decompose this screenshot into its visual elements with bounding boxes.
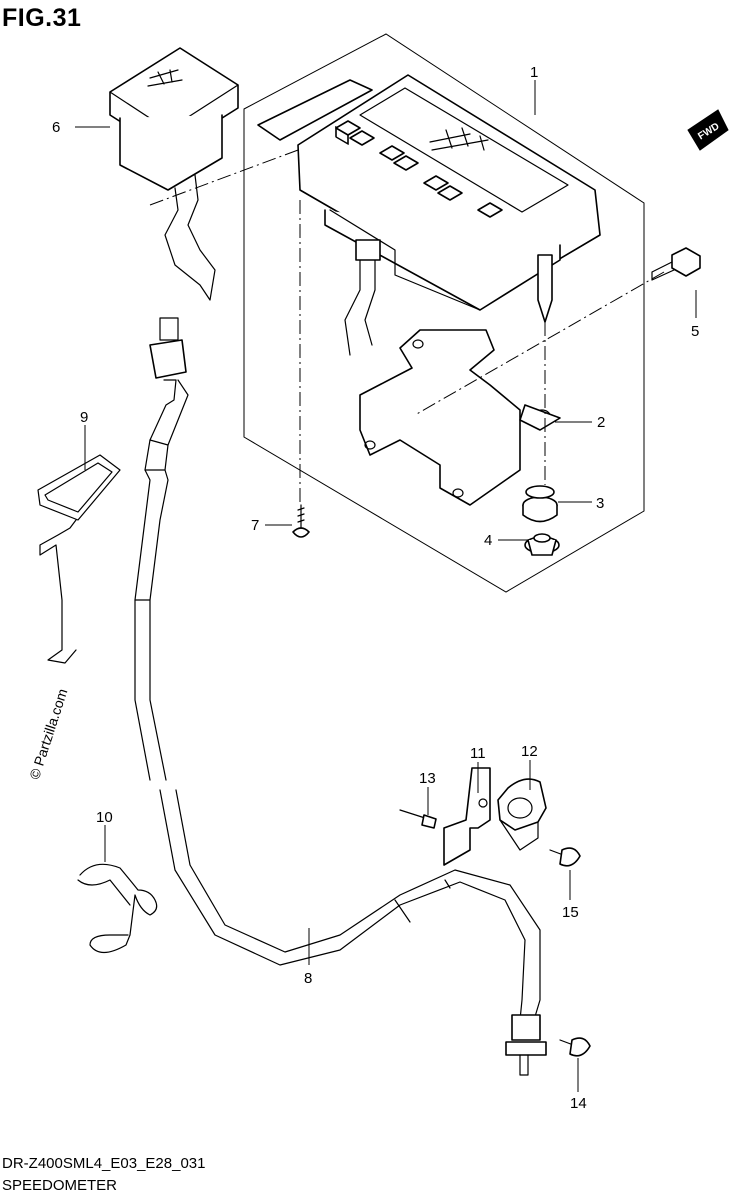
part-12-clamp: [497, 778, 547, 851]
part-1-meter: [257, 74, 601, 356]
callout-9: 9: [80, 409, 88, 426]
callout-4: 4: [484, 532, 492, 549]
part-15-screw: [549, 847, 581, 867]
callout-12: 12: [521, 743, 538, 760]
part-6-connector: [109, 47, 239, 301]
fwd-badge: FWD: [687, 109, 729, 151]
assembly-outline: [243, 33, 645, 593]
leader-lines: [75, 80, 697, 1092]
part-9-clip: [37, 454, 121, 664]
callout-2: 2: [597, 414, 605, 431]
figure-title: FIG.31: [2, 4, 82, 32]
part-7-screw: [292, 504, 310, 538]
part-2-bracket: [359, 329, 561, 506]
part-13-rivet: [399, 809, 437, 829]
callout-14: 14: [570, 1095, 587, 1112]
callout-6: 6: [52, 119, 60, 136]
callout-1: 1: [530, 64, 538, 81]
part-5-bolt: [651, 247, 701, 281]
callout-15: 15: [562, 904, 579, 921]
callout-10: 10: [96, 809, 113, 826]
model-code: DR-Z400SML4_E03_E28_031: [2, 1155, 206, 1172]
callout-numbers: 1 2 3 4 5 6 7 8 9 10 11 12 13 15 14: [52, 64, 699, 1112]
part-3-grommet: [522, 485, 558, 523]
callout-3: 3: [596, 495, 604, 512]
part-11-plate: [443, 767, 491, 866]
callout-13: 13: [419, 770, 436, 787]
callout-5: 5: [691, 323, 699, 340]
callout-7: 7: [251, 517, 259, 534]
part-8-cable: [134, 317, 547, 1076]
leader-6-to-1: [149, 139, 326, 206]
callout-8: 8: [304, 970, 312, 987]
part-14-screw: [559, 1037, 591, 1057]
callout-11: 11: [470, 745, 486, 762]
diagram-name: SPEEDOMETER: [2, 1177, 118, 1194]
part-4-nut: [524, 533, 560, 556]
part-10-clip: [77, 863, 158, 954]
